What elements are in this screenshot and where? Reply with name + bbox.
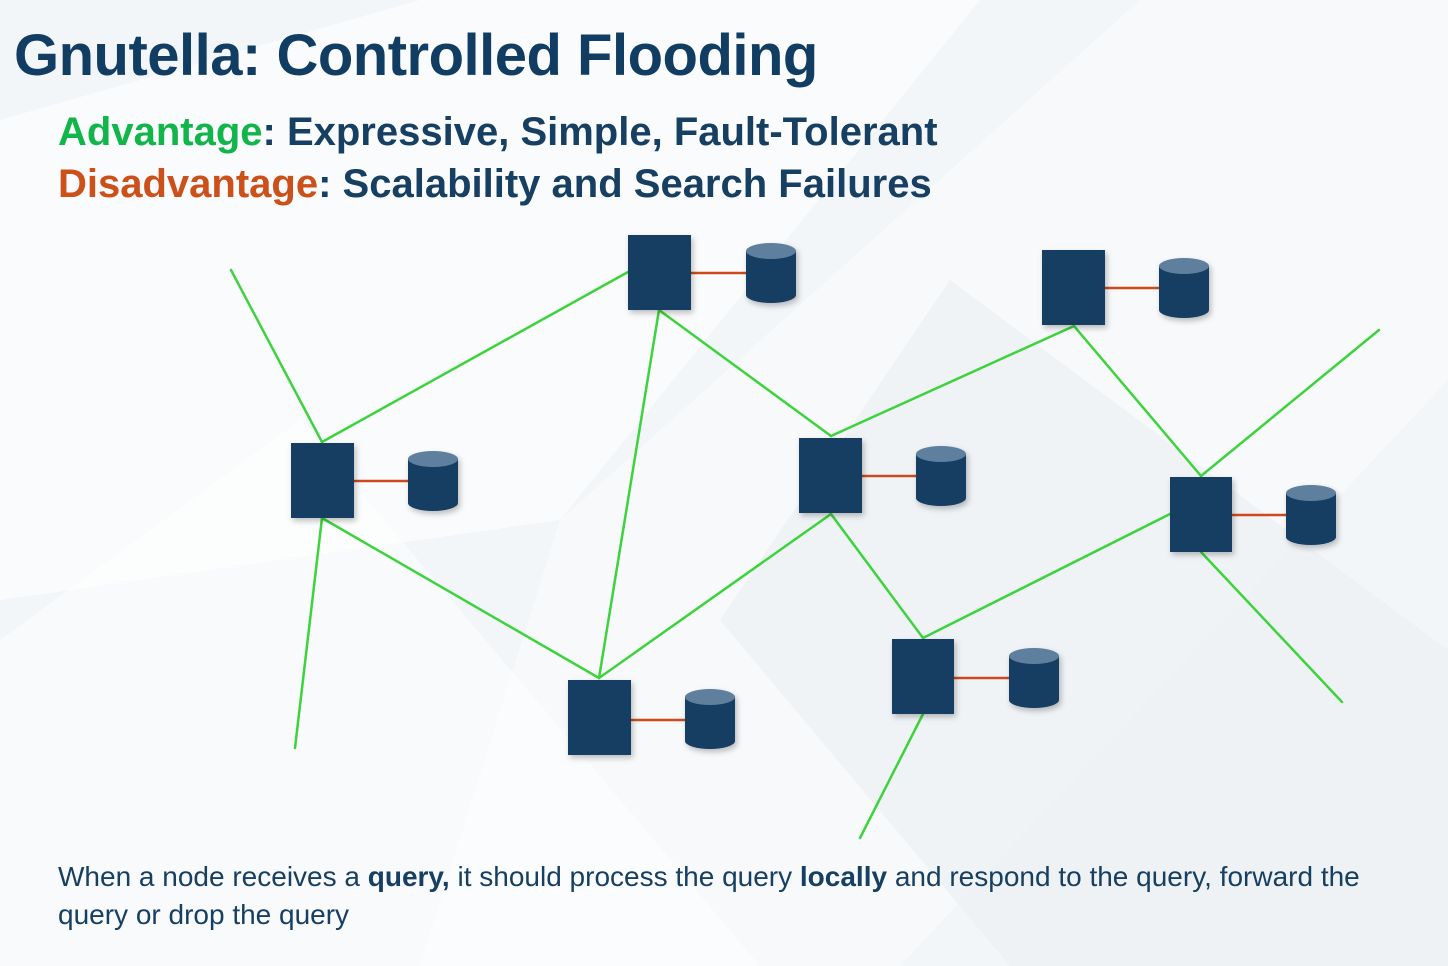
peer-link	[657, 308, 833, 438]
peer-link	[597, 512, 833, 680]
disadvantage-separator: :	[318, 162, 332, 206]
caption-part: When a node receives a	[58, 861, 368, 892]
storage-links	[354, 271, 1287, 722]
peer-link	[921, 512, 1172, 640]
peer-link	[320, 516, 601, 680]
slide-title: Gnutella: Controlled Flooding	[14, 23, 818, 88]
peer-link	[597, 308, 661, 680]
peer-link	[829, 512, 925, 640]
peer-link	[1199, 328, 1381, 478]
peer-link	[320, 270, 630, 444]
disadvantage-line: Disadvantage: Scalability and Search Fai…	[58, 162, 932, 207]
peer-link	[293, 516, 324, 750]
node-server-icon	[1170, 477, 1232, 552]
advantage-line: Advantage: Expressive, Simple, Fault-Tol…	[58, 110, 938, 155]
node-server-icon	[1042, 250, 1105, 325]
database-icon	[685, 689, 735, 749]
database-icon	[1286, 485, 1336, 545]
databases	[408, 243, 1336, 749]
database-icon	[916, 446, 966, 506]
node-server-icon	[568, 680, 631, 755]
caption-part: it should process the query	[449, 861, 800, 892]
node-server-icon	[892, 639, 954, 714]
database-icon	[1009, 648, 1059, 708]
advantage-label: Advantage	[58, 110, 263, 154]
caption-text: When a node receives a query, it should …	[58, 858, 1388, 934]
peer-link	[1199, 550, 1344, 704]
peer-link	[858, 712, 925, 840]
peer-link	[829, 324, 1076, 438]
database-icon	[1159, 258, 1209, 318]
caption-bold-query: query,	[367, 861, 450, 892]
nodes	[291, 235, 1232, 755]
peer-link	[229, 268, 324, 444]
node-server-icon	[628, 235, 691, 310]
node-server-icon	[799, 438, 862, 513]
caption-part: and respond to the query, forward the qu…	[58, 861, 1360, 930]
disadvantage-text: Scalability and Search Failures	[331, 162, 932, 206]
database-icon	[746, 243, 796, 303]
database-icon	[408, 451, 458, 511]
caption-bold-locally: locally	[799, 861, 888, 892]
node-server-icon	[291, 443, 354, 518]
advantage-separator: :	[262, 110, 276, 154]
disadvantage-label: Disadvantage	[58, 162, 319, 206]
advantage-text: Expressive, Simple, Fault-Tolerant	[275, 110, 938, 154]
peer-links	[229, 268, 1381, 840]
peer-link	[1072, 324, 1203, 478]
